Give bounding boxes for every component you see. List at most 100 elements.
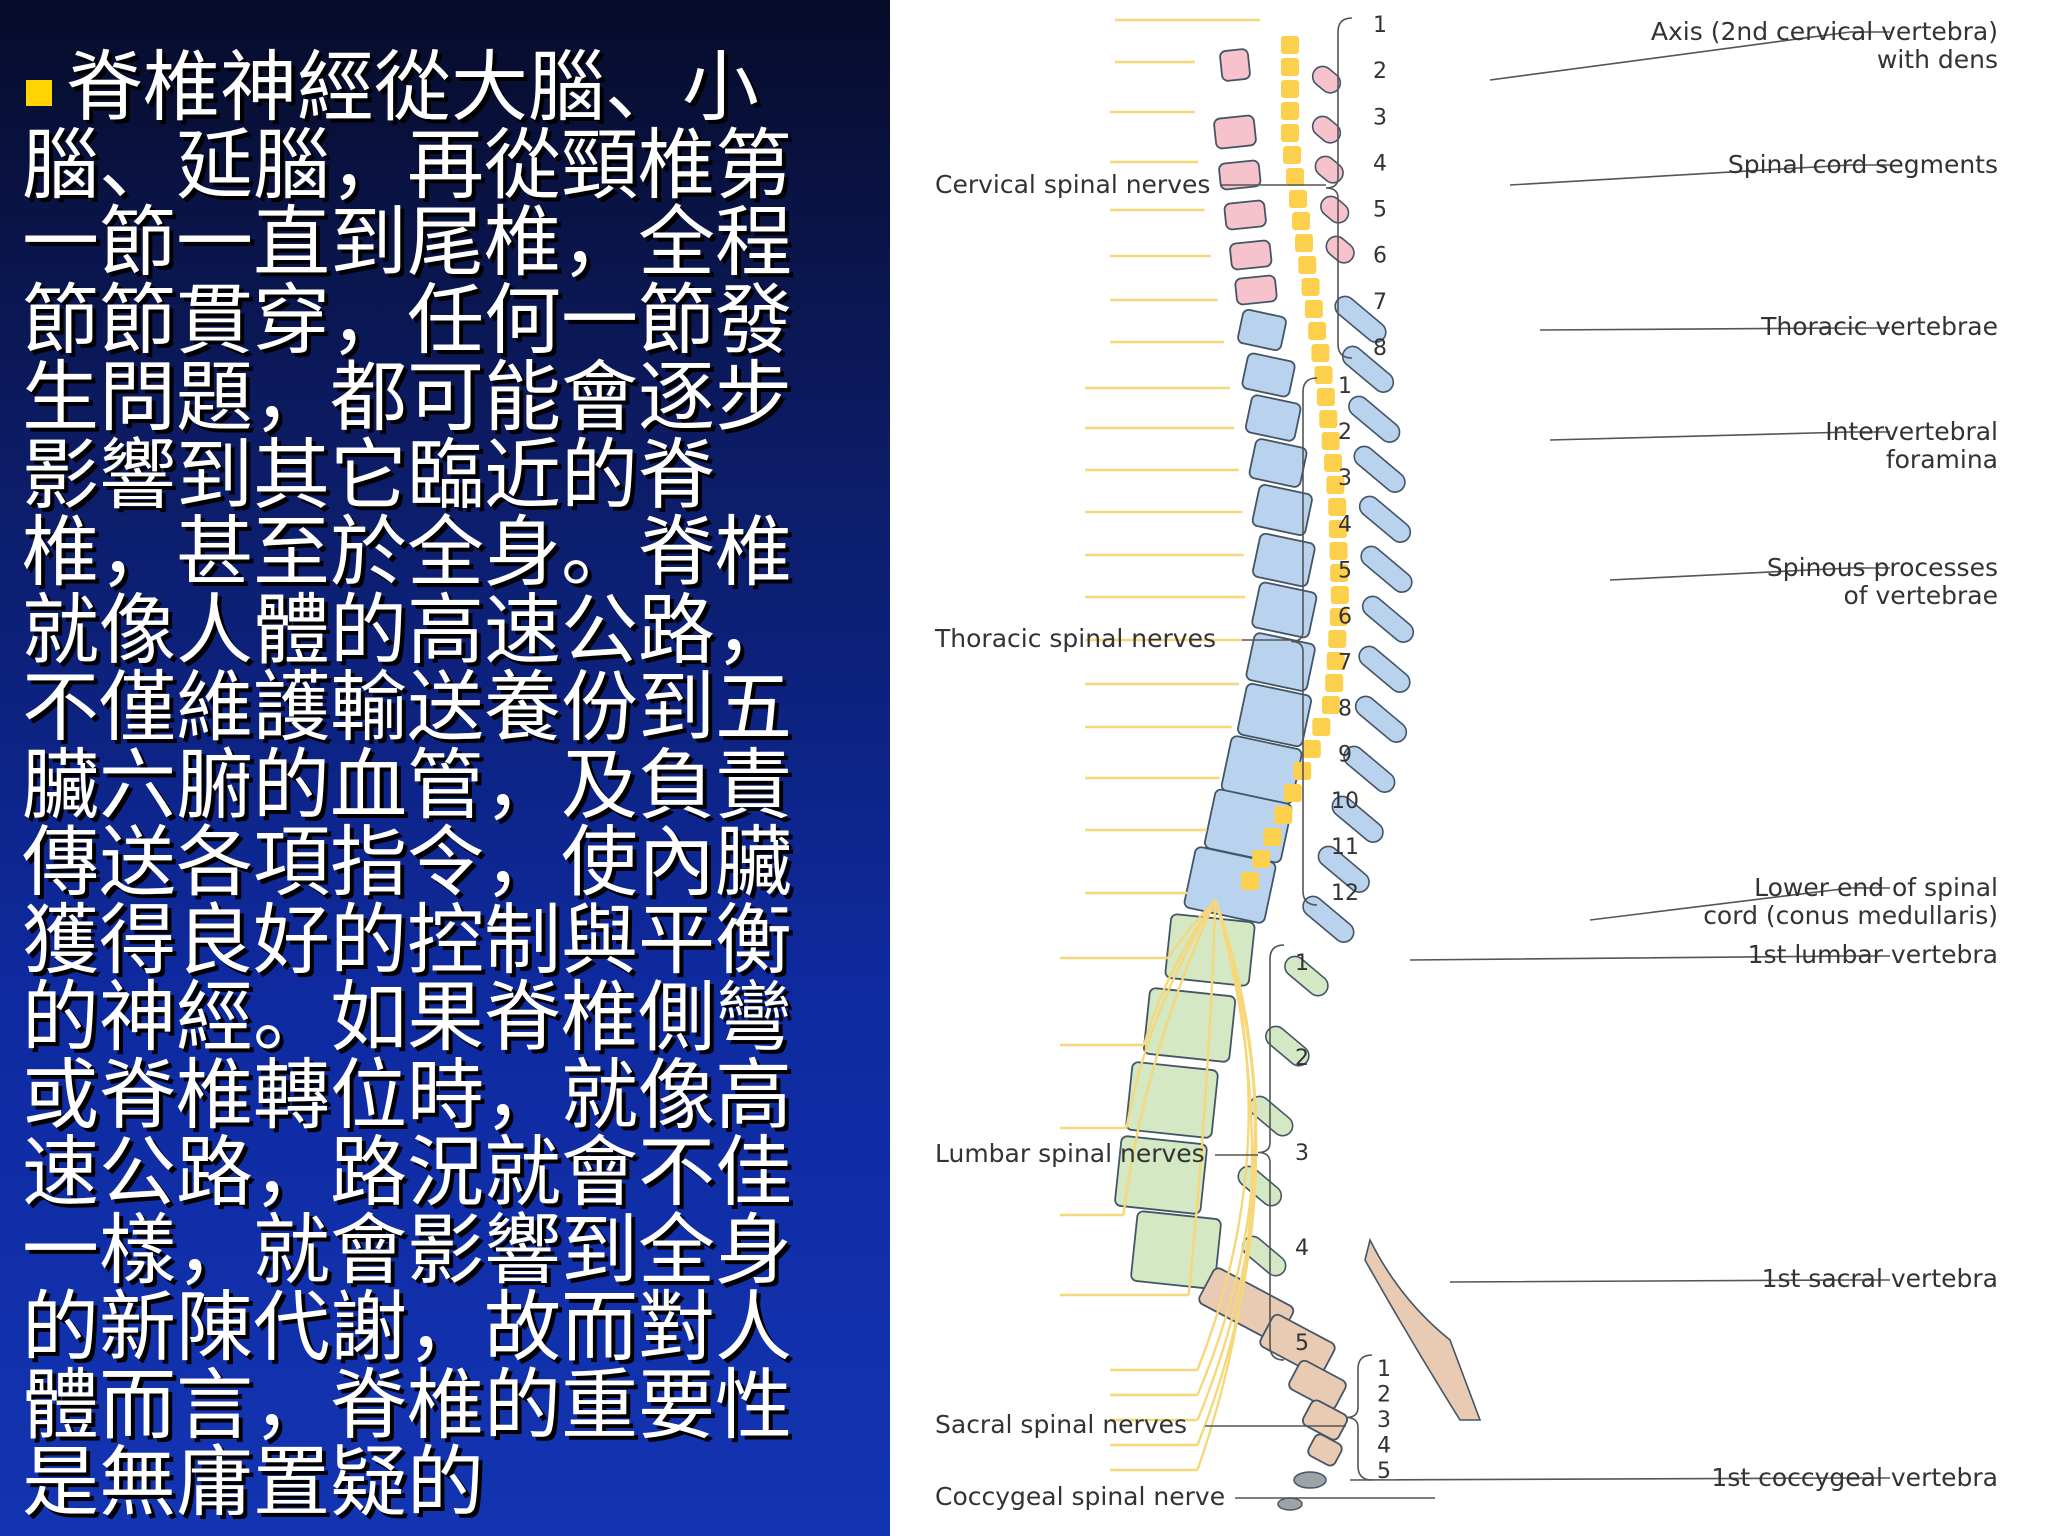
cervical-segment-number: 3 xyxy=(1373,105,1387,130)
cervical-vertebra xyxy=(1229,239,1273,271)
lumbar-segment-number: 2 xyxy=(1295,1046,1309,1071)
lumbar-vertebra xyxy=(1130,1210,1222,1290)
spinal-cord-segment xyxy=(1281,124,1299,142)
cauda-equina-fibre xyxy=(1125,899,1217,1129)
leader-lines-group xyxy=(1205,31,1890,1499)
spinous-process xyxy=(1314,155,1344,184)
thoracic-segment-number: 5 xyxy=(1338,558,1352,583)
spinous-process xyxy=(1343,745,1396,793)
cervical-vertebra xyxy=(1223,199,1267,231)
thoracic-vertebrae-label: Thoracic vertebrae xyxy=(1760,312,1998,341)
spinal-cord-segment xyxy=(1281,102,1299,120)
foramina-label-line2: foramina xyxy=(1886,445,1998,474)
spinal-cord-segment xyxy=(1330,586,1349,604)
thoracic-segment-number: 10 xyxy=(1331,789,1359,814)
spinal-cord-segment xyxy=(1301,278,1320,296)
spinal-cord-segment xyxy=(1329,608,1348,626)
thoracic-segment-number: 3 xyxy=(1338,466,1352,491)
lumbar-vertebra xyxy=(1114,1135,1208,1215)
cervical-segment-number: 1 xyxy=(1373,13,1387,38)
nerves-group xyxy=(1060,18,1260,1472)
cervical-segment-number: 4 xyxy=(1373,151,1387,176)
spinal-cord-segment xyxy=(1328,520,1347,538)
thoracic-vertebra xyxy=(1251,581,1318,639)
thoracic-brace xyxy=(1290,377,1318,906)
foramina-label-line1: Intervertebral xyxy=(1825,417,1998,446)
sacral-segment-number: 5 xyxy=(1377,1459,1391,1484)
spinal-cord-group xyxy=(1241,36,1349,890)
spinal-cord-segment xyxy=(1298,256,1317,274)
cauda-equina-fibre xyxy=(1187,899,1217,1296)
bullet-square-icon xyxy=(26,80,52,106)
sacral-nerves-label: Sacral spinal nerves xyxy=(935,1410,1187,1439)
cord-segments-label: Spinal cord segments xyxy=(1728,150,1998,179)
lumbar-brace xyxy=(1257,944,1285,1361)
cervical-vertebra xyxy=(1213,114,1257,150)
thoracic-vertebra xyxy=(1245,632,1316,692)
cervical-segment-number: 7 xyxy=(1373,290,1387,315)
conus-label-line2: cord (conus medullaris) xyxy=(1703,901,1998,930)
spinal-cord-segment xyxy=(1281,36,1299,54)
spinal-cord-segment xyxy=(1304,300,1323,318)
sacral-vertebra xyxy=(1259,1313,1336,1377)
spinous-process xyxy=(1341,345,1395,393)
right-leader-line xyxy=(1449,1279,1890,1283)
cervical-segment-number: 5 xyxy=(1373,198,1387,223)
right-leader-line xyxy=(1509,164,1890,186)
cervical-segment-number: 8 xyxy=(1373,336,1387,361)
spinal-cord-segment xyxy=(1316,388,1335,406)
cauda-equina-fibre xyxy=(1122,899,1217,1216)
cervical-nerves-label: Cervical spinal nerves xyxy=(935,170,1210,199)
spinous-process xyxy=(1265,1025,1310,1067)
cervical-vertebra xyxy=(1218,159,1262,191)
thoracic-segment-number: 6 xyxy=(1338,604,1352,629)
cervical-segment-number: 2 xyxy=(1373,59,1387,84)
thoracic-segment-number: 2 xyxy=(1338,420,1352,445)
conus-label-line1: Lower end of spinal xyxy=(1754,873,1998,902)
thoracic-vertebra xyxy=(1237,682,1312,748)
spinous-process xyxy=(1358,645,1411,693)
spinous-process xyxy=(1248,1095,1294,1137)
spinous-label-line2: of vertebrae xyxy=(1843,581,1998,610)
spinal-cord-segment xyxy=(1326,652,1345,670)
spinal-cord-segment xyxy=(1321,696,1340,714)
spinous-label-line1: Spinous processes xyxy=(1767,553,1998,582)
spinal-cord-segment xyxy=(1330,564,1349,582)
spinous-process xyxy=(1348,395,1401,443)
thoracic-vertebra xyxy=(1248,438,1308,488)
thoracic-vertebra xyxy=(1237,309,1287,351)
lumbar-segment-number: 3 xyxy=(1295,1141,1309,1166)
cervical-brace xyxy=(1325,17,1353,359)
cervical-vertebra xyxy=(1219,48,1251,82)
spinal-cord-segment xyxy=(1295,234,1314,252)
braces-group xyxy=(1257,17,1373,1481)
spinal-cord-segment xyxy=(1312,718,1331,736)
coccygeal-vertebra-label: 1st coccygeal vertebra xyxy=(1711,1463,1998,1492)
spinal-cord-segment xyxy=(1321,432,1340,450)
right-leader-line xyxy=(1539,327,1890,331)
spinal-cord-segment xyxy=(1241,872,1260,890)
cauda-equina-fibre xyxy=(1196,899,1258,1446)
right-leader-line xyxy=(1549,431,1890,441)
sacral-segment-number: 1 xyxy=(1377,1357,1391,1382)
thoracic-segment-number: 1 xyxy=(1338,374,1352,399)
right-leader-line xyxy=(1489,31,1890,81)
thoracic-segment-number: 7 xyxy=(1338,651,1352,676)
spinal-cord-segment xyxy=(1252,850,1271,868)
lumbar-nerves-label: Lumbar spinal nerves xyxy=(935,1139,1205,1168)
spinal-cord-segment xyxy=(1308,322,1327,340)
sacral-segment-number: 4 xyxy=(1377,1434,1391,1459)
coccygeal-vertebra xyxy=(1277,1497,1303,1511)
spinous-process xyxy=(1331,795,1384,843)
thoracic-vertebra xyxy=(1251,484,1313,536)
spinous-process xyxy=(1354,695,1408,743)
thoracic-segment-number: 9 xyxy=(1338,743,1352,768)
spinous-process xyxy=(1317,845,1370,893)
spinal-cord-segment xyxy=(1283,146,1302,164)
thoracic-vertebra xyxy=(1241,352,1296,398)
spinous-process xyxy=(1284,955,1329,997)
vertebrae-group xyxy=(1114,48,1482,1511)
spinous-process xyxy=(1353,445,1406,493)
lumbar-vertebra xyxy=(1143,987,1237,1063)
